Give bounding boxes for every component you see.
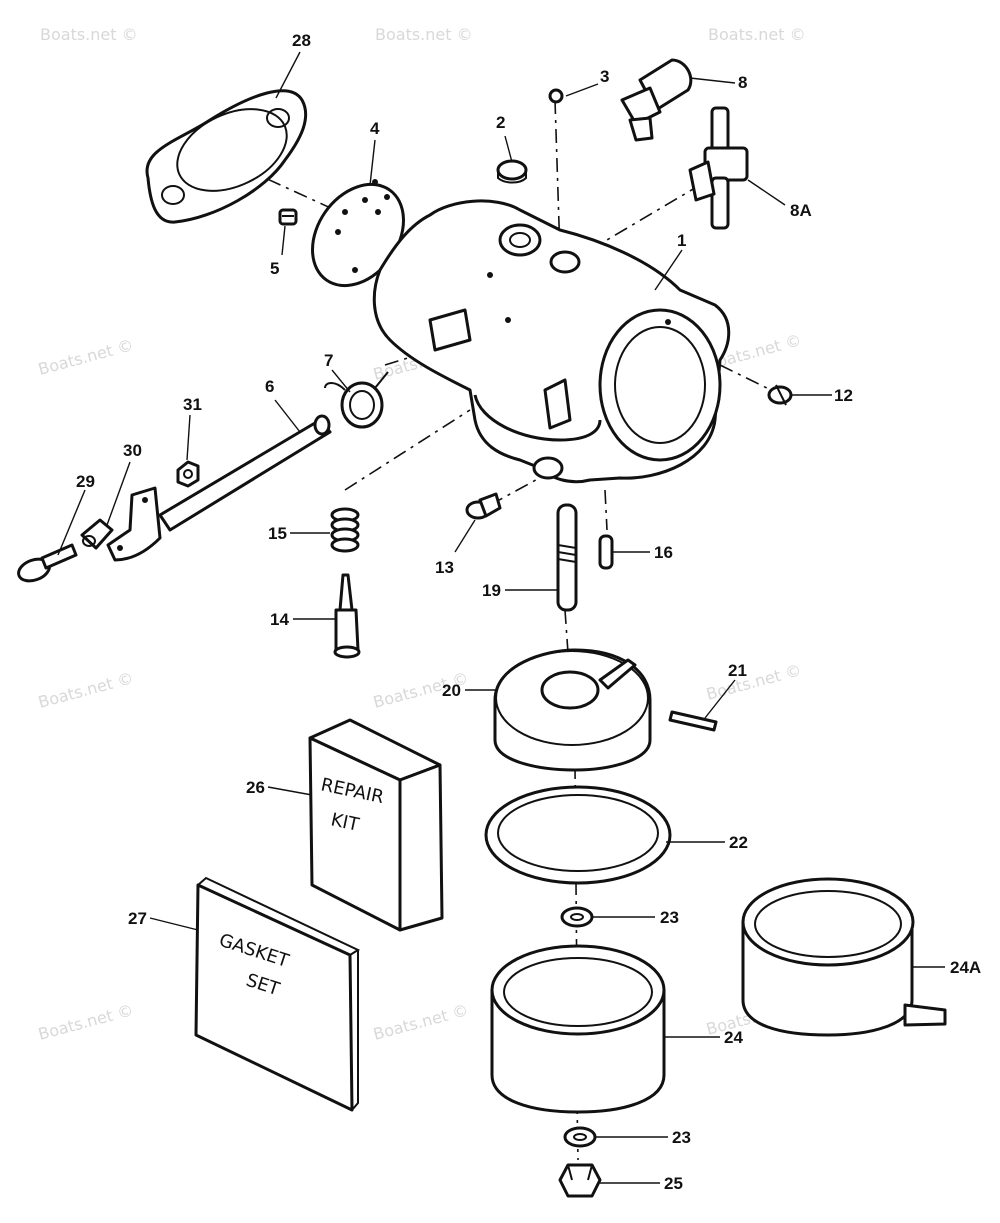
spring-15 (330, 507, 360, 553)
throttle-shaft-6 (158, 414, 332, 532)
callout-7: 7 (324, 351, 333, 370)
carburetor-body-1 (372, 199, 731, 484)
callout-19: 19 (482, 581, 501, 600)
needle-screw-14 (333, 573, 361, 659)
drain-nut-25 (558, 1163, 602, 1198)
spring-7 (324, 371, 389, 429)
washer-23-upper (560, 906, 594, 928)
watermark: Boats.net © (36, 1000, 135, 1044)
callout-15: 15 (268, 524, 287, 543)
callout-31: 31 (183, 395, 202, 414)
callout-24: 24 (724, 1028, 743, 1047)
gasket-ring-22 (484, 785, 672, 885)
callout-28: 28 (292, 31, 311, 50)
callout-4: 4 (370, 119, 380, 138)
sleeve-30 (80, 518, 114, 550)
gasket-set-27: GASKET SET (194, 876, 361, 1112)
callout-2: 2 (496, 113, 505, 132)
callout-labels: 28 4 5 2 3 8 8A 1 12 7 6 31 30 29 15 14 … (76, 31, 981, 1193)
watermark: Boats.net © (704, 660, 803, 704)
float-bowl-24 (490, 944, 666, 1114)
ball-3 (548, 88, 564, 104)
pin-19 (556, 503, 578, 612)
callout-14: 14 (270, 610, 289, 629)
washer-23-lower (563, 1126, 597, 1148)
screw-29 (17, 543, 78, 583)
diaphragm-4 (311, 179, 405, 288)
fitting-8 (620, 58, 693, 142)
screw-12 (767, 384, 793, 406)
watermark: Boats.net © (375, 25, 473, 44)
callout-1: 1 (677, 231, 686, 250)
callout-6: 6 (265, 377, 274, 396)
plug-2 (496, 159, 528, 184)
lever-plate (106, 486, 162, 562)
callout-20: 20 (442, 681, 461, 700)
flange-gasket-28 (145, 89, 308, 224)
callout-27: 27 (128, 909, 147, 928)
callout-29: 29 (76, 472, 95, 491)
callout-12: 12 (834, 386, 853, 405)
callout-16: 16 (654, 543, 673, 562)
watermark: Boats.net © (708, 25, 806, 44)
float-bowl-24a (741, 877, 947, 1037)
callout-23-lower: 23 (672, 1128, 691, 1147)
repair-kit-26: REPAIR KIT (308, 718, 444, 932)
screw-5 (278, 208, 298, 226)
callout-3: 3 (600, 67, 609, 86)
callout-30: 30 (123, 441, 142, 460)
float-20 (493, 648, 652, 772)
callout-8a: 8A (790, 201, 812, 220)
callout-13: 13 (435, 558, 454, 577)
watermark: Boats.net © (36, 335, 135, 379)
callout-25: 25 (664, 1174, 683, 1193)
watermark: Boats.net © (36, 668, 135, 712)
pin-21 (668, 710, 718, 732)
watermark: Boats.net © (371, 1000, 470, 1044)
callout-8: 8 (738, 73, 747, 92)
screw-13 (465, 492, 502, 520)
callout-5: 5 (270, 259, 279, 278)
nut-31 (176, 460, 200, 488)
tee-fitting-8a (688, 106, 749, 230)
callout-26: 26 (246, 778, 265, 797)
watermark: Boats.net © (40, 25, 138, 44)
callout-24a: 24A (950, 958, 981, 977)
leader-lines (57, 51, 945, 1184)
callout-22: 22 (729, 833, 748, 852)
jet-16 (598, 534, 614, 570)
callout-21: 21 (728, 661, 747, 680)
callout-23-upper: 23 (660, 908, 679, 927)
